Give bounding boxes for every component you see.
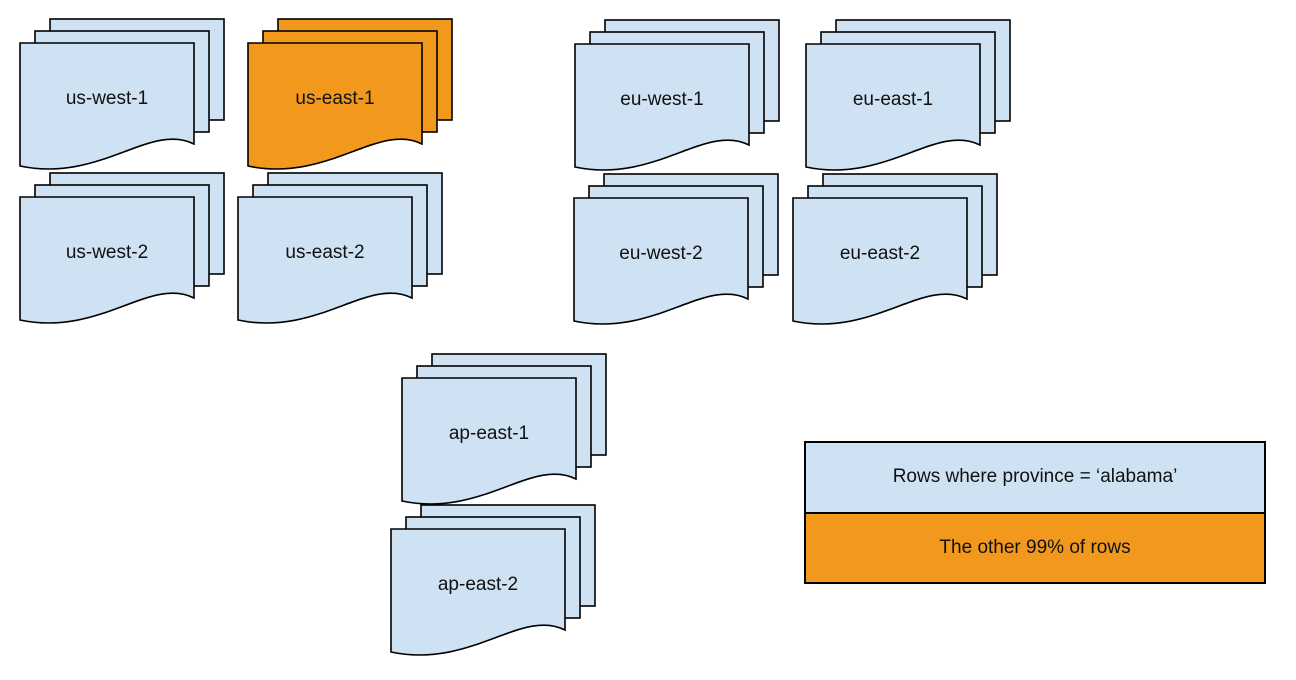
document-stack-icon (19, 18, 225, 170)
region-stack-eu-east-1: eu-east-1 (805, 19, 1011, 173)
region-stack-ap-east-2: ap-east-2 (390, 504, 596, 658)
document-stack-icon (237, 172, 443, 324)
region-label: us-west-2 (65, 242, 149, 263)
document-stack-icon (792, 173, 998, 325)
legend-row-other-rows: The other 99% of rows (806, 511, 1264, 582)
region-stack-ap-east-1: ap-east-1 (401, 353, 607, 507)
document-stack-icon (247, 18, 453, 170)
region-stack-eu-west-1: eu-west-1 (574, 19, 780, 173)
region-label: us-west-1 (65, 88, 149, 109)
document-stack-icon (401, 353, 607, 505)
region-stack-us-east-1: us-east-1 (247, 18, 453, 172)
region-stack-us-east-2: us-east-2 (237, 172, 443, 326)
document-stack-icon (573, 173, 779, 325)
region-label: eu-west-2 (619, 243, 703, 264)
region-label: us-east-1 (295, 88, 375, 109)
region-stack-us-west-1: us-west-1 (19, 18, 225, 172)
region-label: ap-east-2 (437, 574, 519, 595)
legend: Rows where province = ‘alabama’ The othe… (804, 441, 1266, 584)
region-label: eu-east-1 (852, 89, 934, 110)
region-label: eu-east-2 (839, 243, 921, 264)
document-stack-icon (19, 172, 225, 324)
region-label: eu-west-1 (620, 89, 704, 110)
document-stack-icon (805, 19, 1011, 171)
document-stack-icon (574, 19, 780, 171)
region-stack-eu-west-2: eu-west-2 (573, 173, 779, 327)
region-stack-eu-east-2: eu-east-2 (792, 173, 998, 327)
region-label: us-east-2 (285, 242, 365, 263)
legend-label-alabama: Rows where province = ‘alabama’ (892, 466, 1178, 488)
region-stack-us-west-2: us-west-2 (19, 172, 225, 326)
legend-row-alabama: Rows where province = ‘alabama’ (806, 443, 1264, 512)
region-label: ap-east-1 (448, 423, 530, 444)
document-stack-icon (390, 504, 596, 656)
legend-label-other-rows: The other 99% of rows (939, 536, 1131, 558)
